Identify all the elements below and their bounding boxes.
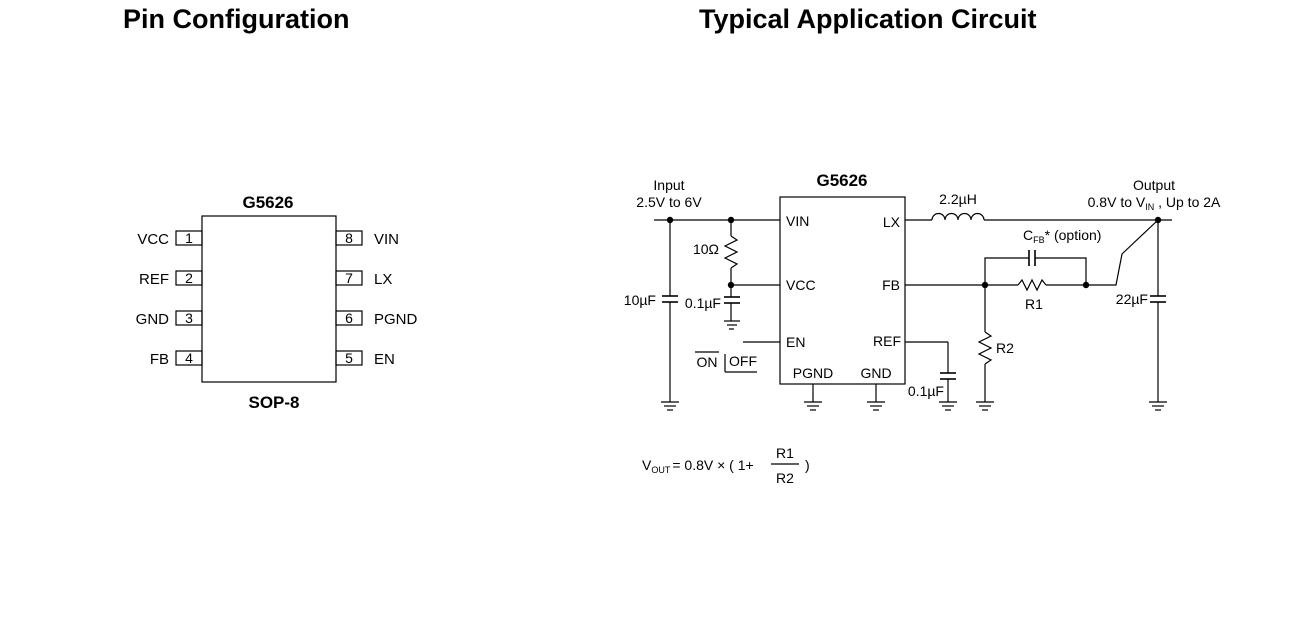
pin-8-box: [335, 230, 363, 246]
formula-close: ): [805, 457, 810, 473]
cfb-capacitor: CFB* (option): [984, 227, 1101, 285]
pin-1-box: [175, 230, 203, 246]
pin-7-label: LX: [374, 271, 392, 288]
formula-middle: = 0.8V × ( 1+: [672, 457, 753, 473]
cfb-suffix: * (option): [1045, 227, 1102, 243]
cfb-sub: FB: [1033, 235, 1045, 245]
input-range: 2.5V to 6V: [636, 194, 702, 210]
pin-5: 5 EN: [335, 350, 395, 368]
pin-1-label: VCC: [137, 231, 169, 248]
en-switch: ON OFF: [695, 351, 757, 373]
output-capacitor: 22µF: [1116, 220, 1166, 402]
pin-chip-body: [201, 215, 337, 383]
input-capacitor: 10µF: [624, 220, 678, 402]
formula-numerator: R1: [776, 445, 794, 461]
output-range-prefix: 0.8V to V: [1088, 194, 1146, 210]
ground-symbol: [661, 401, 679, 411]
pin-8-label: VIN: [374, 231, 399, 248]
pin-package-name: SOP-8: [248, 393, 299, 412]
ic-pin-fb: FB: [882, 277, 900, 293]
pin-1: 1 VCC: [137, 230, 203, 248]
feedback-to-output-wire: [1086, 219, 1159, 286]
output-cap-value: 22µF: [1116, 291, 1148, 307]
cfb-main: C: [1023, 227, 1033, 243]
formula-vout: VOUT= 0.8V × ( 1+: [642, 457, 754, 475]
application-circuit: G5626 VIN VCC EN PGND GND REF FB LX Inpu…: [624, 171, 1221, 411]
pin-6: 6 PGND: [335, 310, 418, 328]
input-cap-value: 10µF: [624, 292, 656, 308]
pin-configuration-diagram: G5626 SOP-8 1 VCC 2 REF 3 GND 4 FB 8 VI: [136, 193, 418, 412]
ic-pin-gnd: GND: [860, 365, 891, 381]
ic-pin-vcc: VCC: [786, 277, 816, 293]
pin-3-number: 3: [185, 310, 193, 326]
output-label: Output: [1133, 177, 1175, 193]
pin-6-label: PGND: [374, 311, 418, 328]
ground-symbol: [976, 401, 994, 411]
formula-denominator: R2: [776, 470, 794, 486]
pin-7-box: [335, 270, 363, 286]
inductor-value: 2.2µH: [939, 191, 977, 207]
r1-resistor: R1: [985, 278, 1086, 312]
r2-label: R2: [996, 340, 1014, 356]
pin-2-box: [175, 270, 203, 286]
circuit-chip-body: [779, 196, 906, 385]
pin-8: 8 VIN: [335, 230, 399, 248]
output-range: 0.8V to VIN , Up to 2A: [1088, 194, 1221, 212]
ic-pin-en: EN: [786, 334, 805, 350]
pin-8-number: 8: [345, 230, 353, 246]
pin-2-number: 2: [185, 270, 193, 286]
ic-pin-ref: REF: [873, 333, 901, 349]
pin-7: 7 LX: [335, 270, 392, 288]
pin-5-label: EN: [374, 351, 395, 368]
pin-2-label: REF: [139, 271, 169, 288]
inductor: 2.2µH: [931, 191, 985, 221]
pin-5-box: [335, 350, 363, 366]
formula-v: V: [642, 457, 652, 473]
circuit-chip-name: G5626: [816, 171, 867, 190]
pin-7-number: 7: [345, 270, 353, 286]
pin-6-box: [335, 310, 363, 326]
pin-3: 3 GND: [136, 310, 203, 328]
formula-v-sub: OUT: [651, 465, 671, 475]
pin-1-number: 1: [185, 230, 193, 246]
vcc-resistor: 10Ω: [693, 220, 739, 285]
output-range-suffix: , Up to 2A: [1154, 194, 1221, 210]
switch-on-label: ON: [697, 354, 718, 370]
ic-pin-pgnd: PGND: [793, 365, 833, 381]
pin-3-box: [175, 310, 203, 326]
pin-2: 2 REF: [139, 270, 203, 288]
vcc-resistor-value: 10Ω: [693, 241, 719, 257]
ref-capacitor: 0.1µF: [905, 341, 956, 402]
vout-formula: VOUT= 0.8V × ( 1+ R1 R2 ): [642, 445, 810, 486]
r2-resistor: R2: [977, 285, 1014, 402]
ref-cap-value: 0.1µF: [908, 383, 944, 399]
output-range-sub: IN: [1145, 202, 1154, 212]
pin-4-label: FB: [150, 351, 169, 368]
pin-6-number: 6: [345, 310, 353, 326]
ground-symbol: [939, 401, 957, 411]
pin-4: 4 FB: [150, 350, 203, 368]
ground-symbol: [867, 401, 885, 411]
ground-symbol: [1149, 401, 1167, 411]
pin-5-number: 5: [345, 350, 353, 366]
vcc-capacitor: 0.1µF: [685, 285, 740, 330]
input-label: Input: [653, 177, 684, 193]
ic-pin-lx: LX: [883, 214, 901, 230]
pin-4-number: 4: [185, 350, 193, 366]
r1-label: R1: [1025, 296, 1043, 312]
cfb-label: CFB* (option): [1023, 227, 1101, 245]
pin-chip-name: G5626: [242, 193, 293, 212]
pin-3-label: GND: [136, 311, 170, 328]
ic-pin-vin: VIN: [786, 213, 809, 229]
pin-4-box: [175, 350, 203, 366]
vcc-cap-value: 0.1µF: [685, 295, 721, 311]
typical-application-heading: Typical Application Circuit: [699, 4, 1037, 34]
switch-off-label: OFF: [729, 353, 757, 369]
pin-configuration-heading: Pin Configuration: [123, 4, 350, 34]
ground-symbol: [804, 401, 822, 411]
